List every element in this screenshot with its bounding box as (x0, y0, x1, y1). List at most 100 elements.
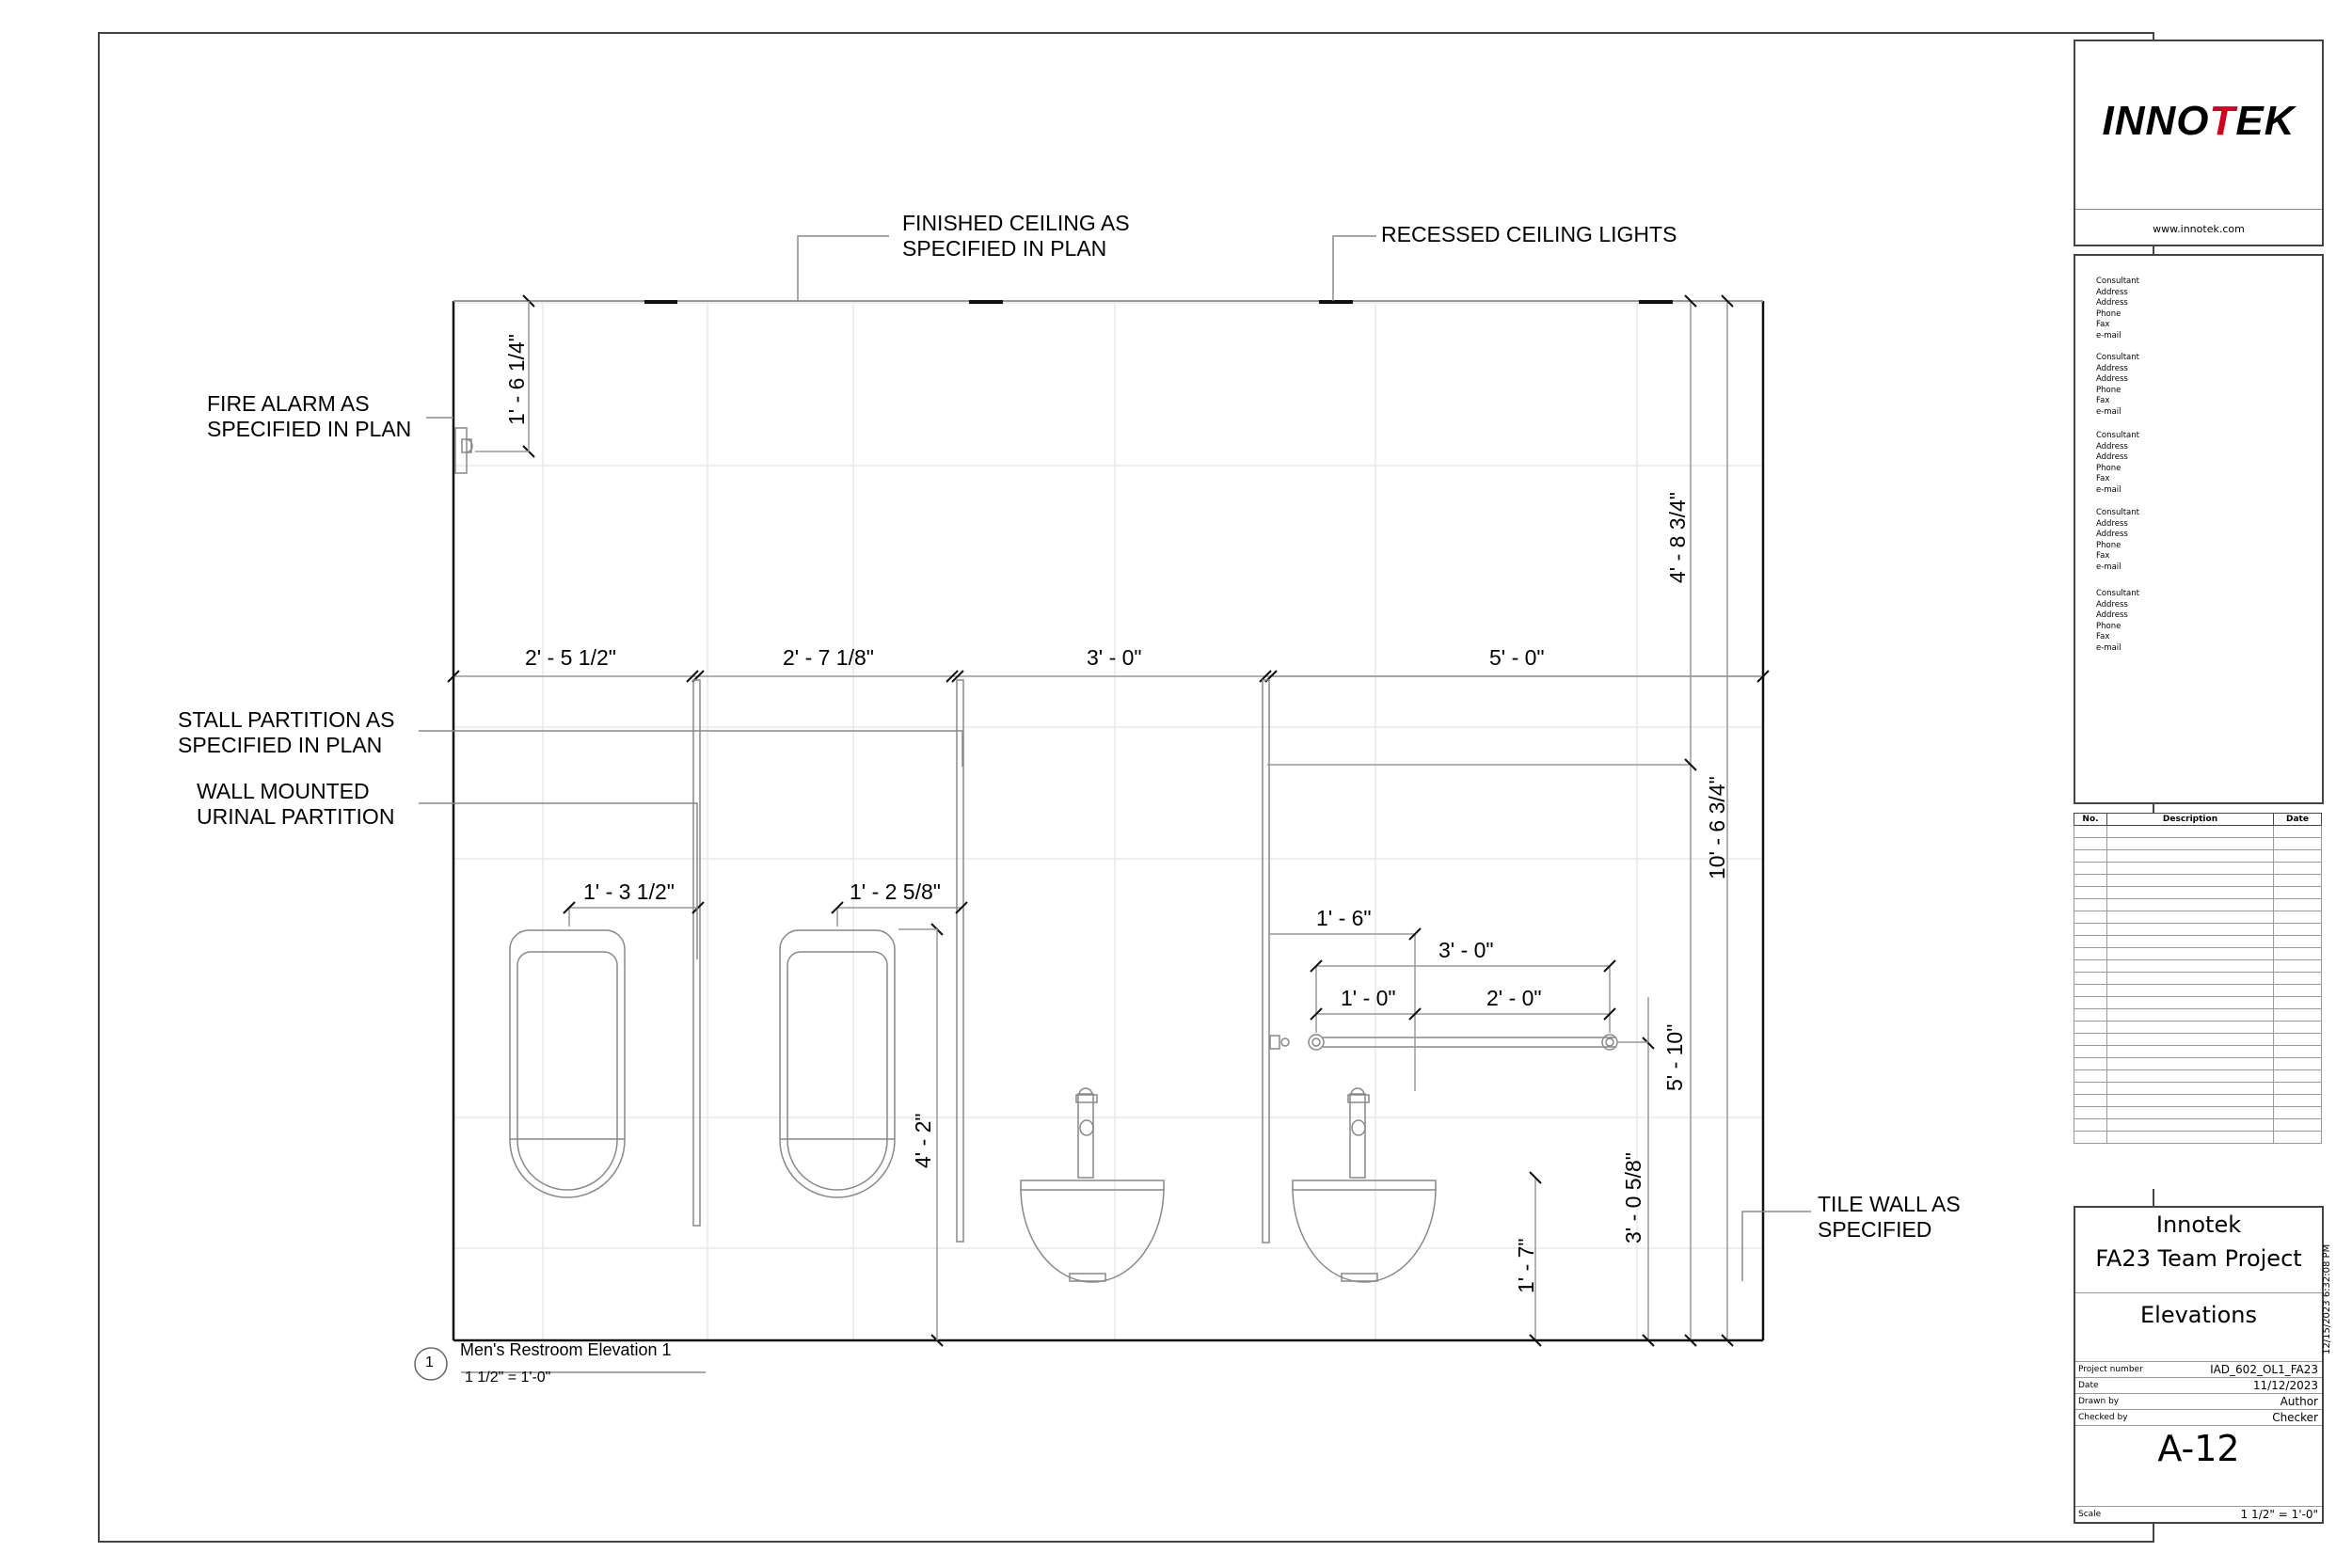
revision-cell (2074, 935, 2107, 948)
revision-cell (2106, 862, 2274, 875)
consultant-line: e-mail (2096, 484, 2122, 495)
consultant-line: Fax (2096, 632, 2110, 641)
consultant-line: Phone (2096, 463, 2122, 473)
revision-row (2074, 1094, 2322, 1107)
revision-cell (2273, 886, 2322, 899)
meta-key: Drawn by (2078, 1397, 2120, 1406)
consultant-line: Address (2096, 298, 2128, 308)
revision-row (2074, 996, 2322, 1009)
revision-cell (2106, 1057, 2274, 1070)
revision-cell (2273, 996, 2322, 1009)
revision-cell (2273, 837, 2322, 850)
consultant-line: e-mail (2096, 642, 2122, 653)
consultant-line: Consultant (2096, 508, 2139, 517)
rev-col-description: Description (2106, 813, 2274, 826)
revision-cell (2273, 911, 2322, 924)
revision-cell (2106, 996, 2274, 1009)
consultant-line: Fax (2096, 396, 2110, 405)
revision-cell (2273, 959, 2322, 973)
revision-cell (2106, 935, 2274, 948)
revision-cell (2106, 1118, 2274, 1132)
revision-cell (2074, 996, 2107, 1009)
revision-cell (2273, 1045, 2322, 1058)
revision-cell (2106, 1082, 2274, 1095)
revision-cell (2273, 1069, 2322, 1083)
revision-cell (2074, 1021, 2107, 1034)
note-line: STALL PARTITION AS (178, 707, 395, 732)
revision-cell (2273, 972, 2322, 985)
divider (2075, 1425, 2322, 1426)
revision-row (2074, 984, 2322, 997)
revision-cell (2106, 1045, 2274, 1058)
revision-cell (2273, 898, 2322, 911)
consultant-line: Fax (2096, 551, 2110, 561)
logo-text-end: EK (2235, 98, 2296, 144)
revision-cell (2074, 849, 2107, 863)
revision-cell (2106, 886, 2274, 899)
note-line: FINISHED CEILING AS (902, 211, 1130, 235)
revision-cell (2273, 862, 2322, 875)
logo-text: INNO (2102, 98, 2210, 144)
note-finished-ceiling: FINISHED CEILING AS SPECIFIED IN PLAN (902, 211, 1130, 261)
revision-cell (2074, 1033, 2107, 1046)
rev-col-no: No. (2074, 813, 2107, 826)
revision-cell (2074, 1008, 2107, 1022)
revision-row (2074, 1057, 2322, 1070)
revision-row (2074, 825, 2322, 838)
note-line: URINAL PARTITION (197, 804, 395, 829)
revision-rows (2074, 825, 2322, 1144)
meta-value: 11/12/2023 (2252, 1379, 2318, 1392)
client-name: Innotek (2155, 1212, 2242, 1238)
revision-cell (2106, 947, 2274, 960)
dim-urinal-1: 1' - 3 1/2" (583, 879, 675, 904)
meta-key: Scale (2078, 1510, 2102, 1519)
revision-cell (2273, 923, 2322, 936)
consultant-line: Address (2096, 518, 2128, 529)
dim-bay-1: 2' - 5 1/2" (525, 645, 616, 670)
revision-cell (2273, 935, 2322, 948)
revision-row (2074, 959, 2322, 973)
revision-cell (2074, 886, 2107, 899)
meta-value: Checker (2272, 1411, 2318, 1424)
revision-cell (2106, 972, 2274, 985)
note-line: SPECIFIED IN PLAN (207, 417, 412, 441)
dim-bay-2: 2' - 7 1/8" (783, 645, 874, 670)
dim-grab-bar-height: 5' - 10" (1662, 1023, 1687, 1091)
revision-cell (2273, 1057, 2322, 1070)
revision-row (2074, 947, 2322, 960)
note-urinal-partition: WALL MOUNTED URINAL PARTITION (197, 779, 394, 830)
revision-cell (2273, 825, 2322, 838)
print-timestamp: 12/15/2023 6:32:08 PM (2322, 1243, 2332, 1354)
revision-cell (2074, 1106, 2107, 1119)
revision-cell (2106, 1131, 2274, 1144)
revision-cell (2273, 874, 2322, 887)
dim-grab-bar-seg-1: 1' - 0" (1341, 986, 1396, 1010)
consultant-line: Fax (2096, 320, 2110, 329)
revision-cell (2106, 1069, 2274, 1083)
revision-row (2074, 923, 2322, 936)
consultant-line: Address (2096, 441, 2128, 451)
note-line: RECESSED CEILING LIGHTS (1381, 222, 1677, 246)
consultant-line: Consultant (2096, 353, 2139, 362)
revision-cell (2074, 1118, 2107, 1132)
meta-value: IAD_602_OL1_FA23 (2210, 1363, 2318, 1376)
revision-cell (2273, 849, 2322, 863)
revision-cell (2074, 984, 2107, 997)
note-fire-alarm: FIRE ALARM AS SPECIFIED IN PLAN (207, 391, 411, 442)
revision-cell (2106, 1033, 2274, 1046)
revision-row (2074, 1106, 2322, 1119)
view-number: 1 (425, 1354, 434, 1370)
consultant-line: Phone (2096, 621, 2122, 631)
revision-cell (2106, 911, 2274, 924)
consultant-line: e-mail (2096, 330, 2122, 341)
revision-cell (2106, 1008, 2274, 1022)
consultant-line: Fax (2096, 474, 2110, 483)
revision-cell (2106, 849, 2274, 863)
view-title: Men's Restroom Elevation 1 (460, 1340, 672, 1359)
